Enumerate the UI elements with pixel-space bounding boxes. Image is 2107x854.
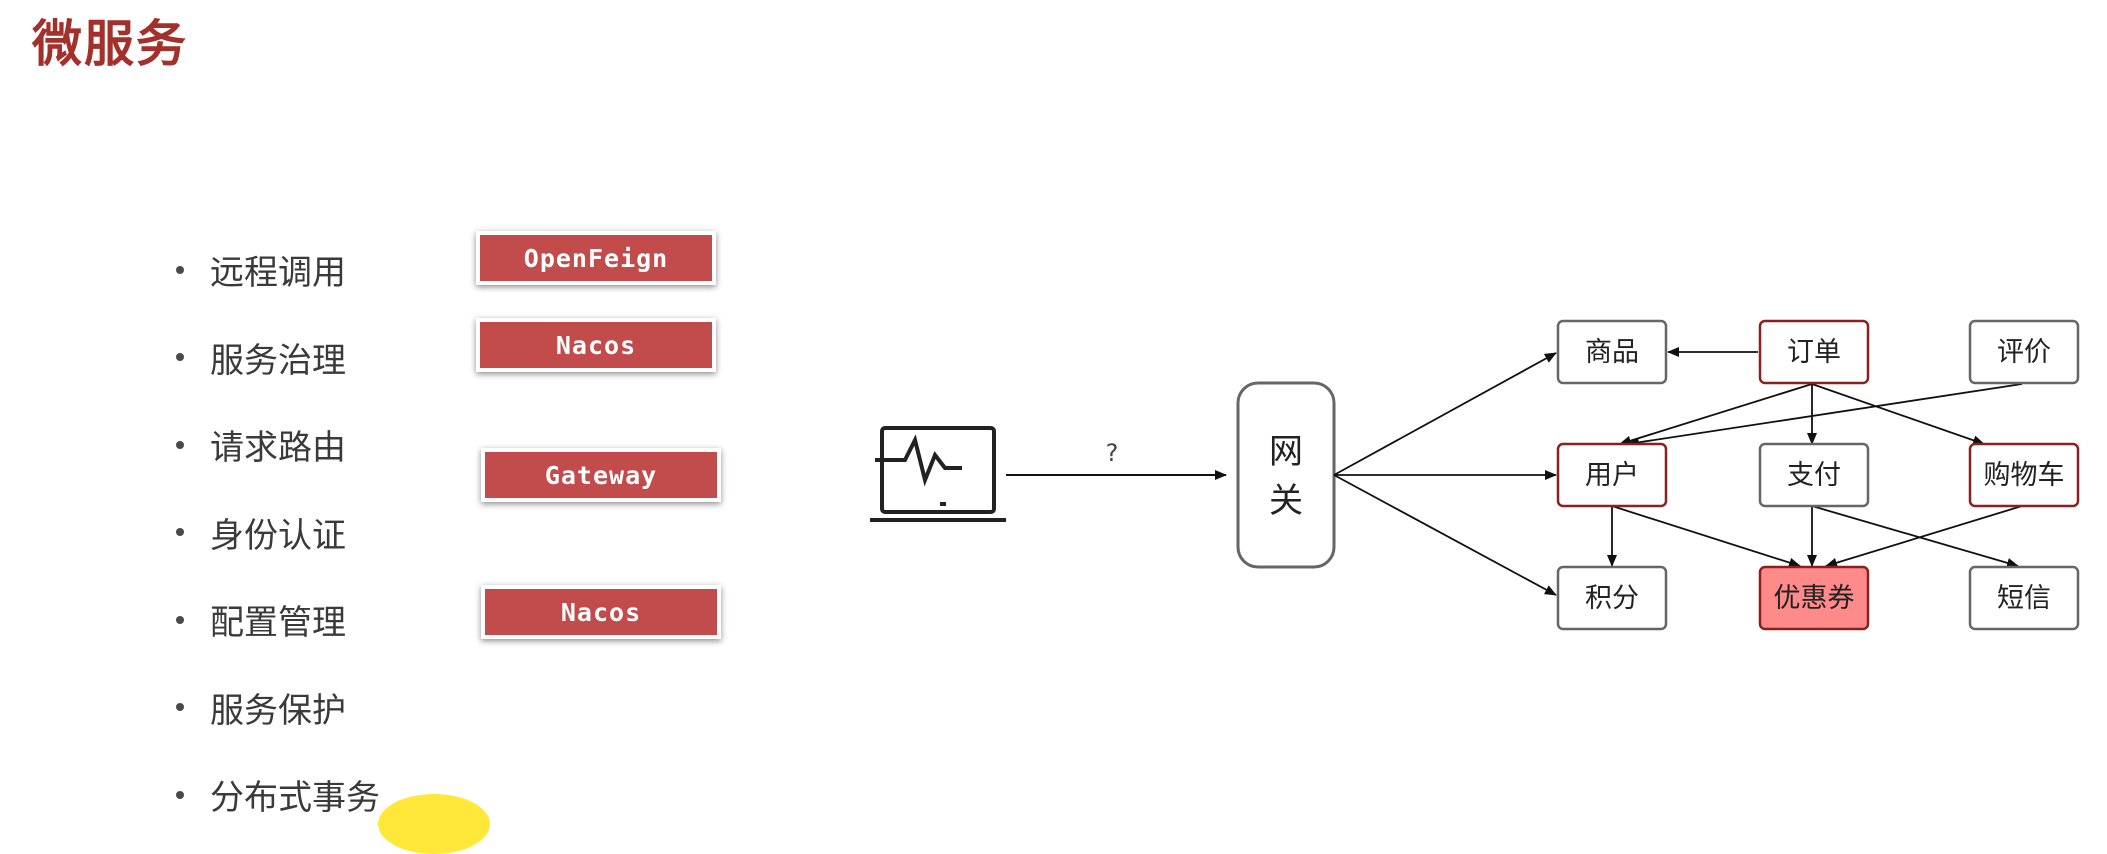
service-label-goods: 商品 [1585,337,1639,368]
edge-review-user [1627,383,2023,448]
tag-nacos-governance: Nacos [476,318,716,372]
edge-pay-sms [1811,505,2019,568]
list-item: 服务保护 [176,664,380,752]
bullet-dot-icon [176,353,184,362]
list-item-label: 请求路由 [210,428,346,469]
tag-openfeign: OpenFeign [476,231,716,285]
architecture-diagram: ? 网 关 商品 订单 评价 用户 支付 [870,319,2080,631]
edge-gateway-goods [1333,352,1557,476]
bullet-dot-icon [176,265,184,274]
service-node-review [1968,319,2080,385]
list-item: 配置管理 [176,576,380,664]
list-item: 请求路由 [176,401,380,489]
monitor-pulse-icon [870,426,1006,522]
service-label-sms: 短信 [1997,583,2051,614]
service-label-review: 评价 [1997,337,2051,368]
service-label-points: 积分 [1585,583,1639,614]
service-node-coupon [1758,565,1870,631]
service-node-cart [1968,442,2080,508]
bullet-dot-icon [176,703,184,712]
service-label-coupon: 优惠券 [1774,583,1855,614]
gateway-label-1: 网 [1269,432,1303,472]
list-item-label: 配置管理 [210,603,346,644]
list-item-label: 身份认证 [210,515,346,556]
service-node-order [1758,319,1870,385]
service-label-order: 订单 [1787,337,1841,368]
service-node-sms [1968,565,2080,631]
service-label-user: 用户 [1585,460,1639,491]
gateway-node [1236,381,1336,569]
service-label-cart: 购物车 [1984,460,2065,491]
edge-gateway-points [1333,474,1557,596]
edge-order-user [1619,383,1813,446]
list-item: 分布式事务 [176,751,380,839]
service-node-goods [1556,319,1668,385]
list-item-label: 分布式事务 [210,778,380,819]
service-node-points [1556,565,1668,631]
list-item-label: 远程调用 [210,253,346,294]
service-label-pay: 支付 [1787,460,1841,491]
service-node-user [1556,442,1668,508]
page-title: 微服务 [32,15,188,73]
tag-nacos-config: Nacos [481,585,721,639]
list-item-label: 服务保护 [210,690,346,731]
gateway-label-2: 关 [1269,481,1303,521]
bullet-dot-icon [176,790,184,799]
edge-cart-coupon [1825,505,2023,568]
list-item: 远程调用 [176,226,380,314]
bullet-dot-icon [176,615,184,624]
edge-user-coupon [1611,505,1801,568]
feature-list: 远程调用 服务治理 请求路由 身份认证 配置管理 服务保护 分布式事务 [176,226,380,839]
edge-order-cart [1811,383,1985,446]
service-node-pay [1758,442,1870,508]
list-item: 服务治理 [176,314,380,402]
bullet-dot-icon [176,440,184,449]
tag-gateway: Gateway [481,448,721,502]
bullet-dot-icon [176,528,184,537]
list-item-label: 服务治理 [210,340,346,381]
question-label: ? [1106,439,1119,467]
list-item: 身份认证 [176,489,380,577]
